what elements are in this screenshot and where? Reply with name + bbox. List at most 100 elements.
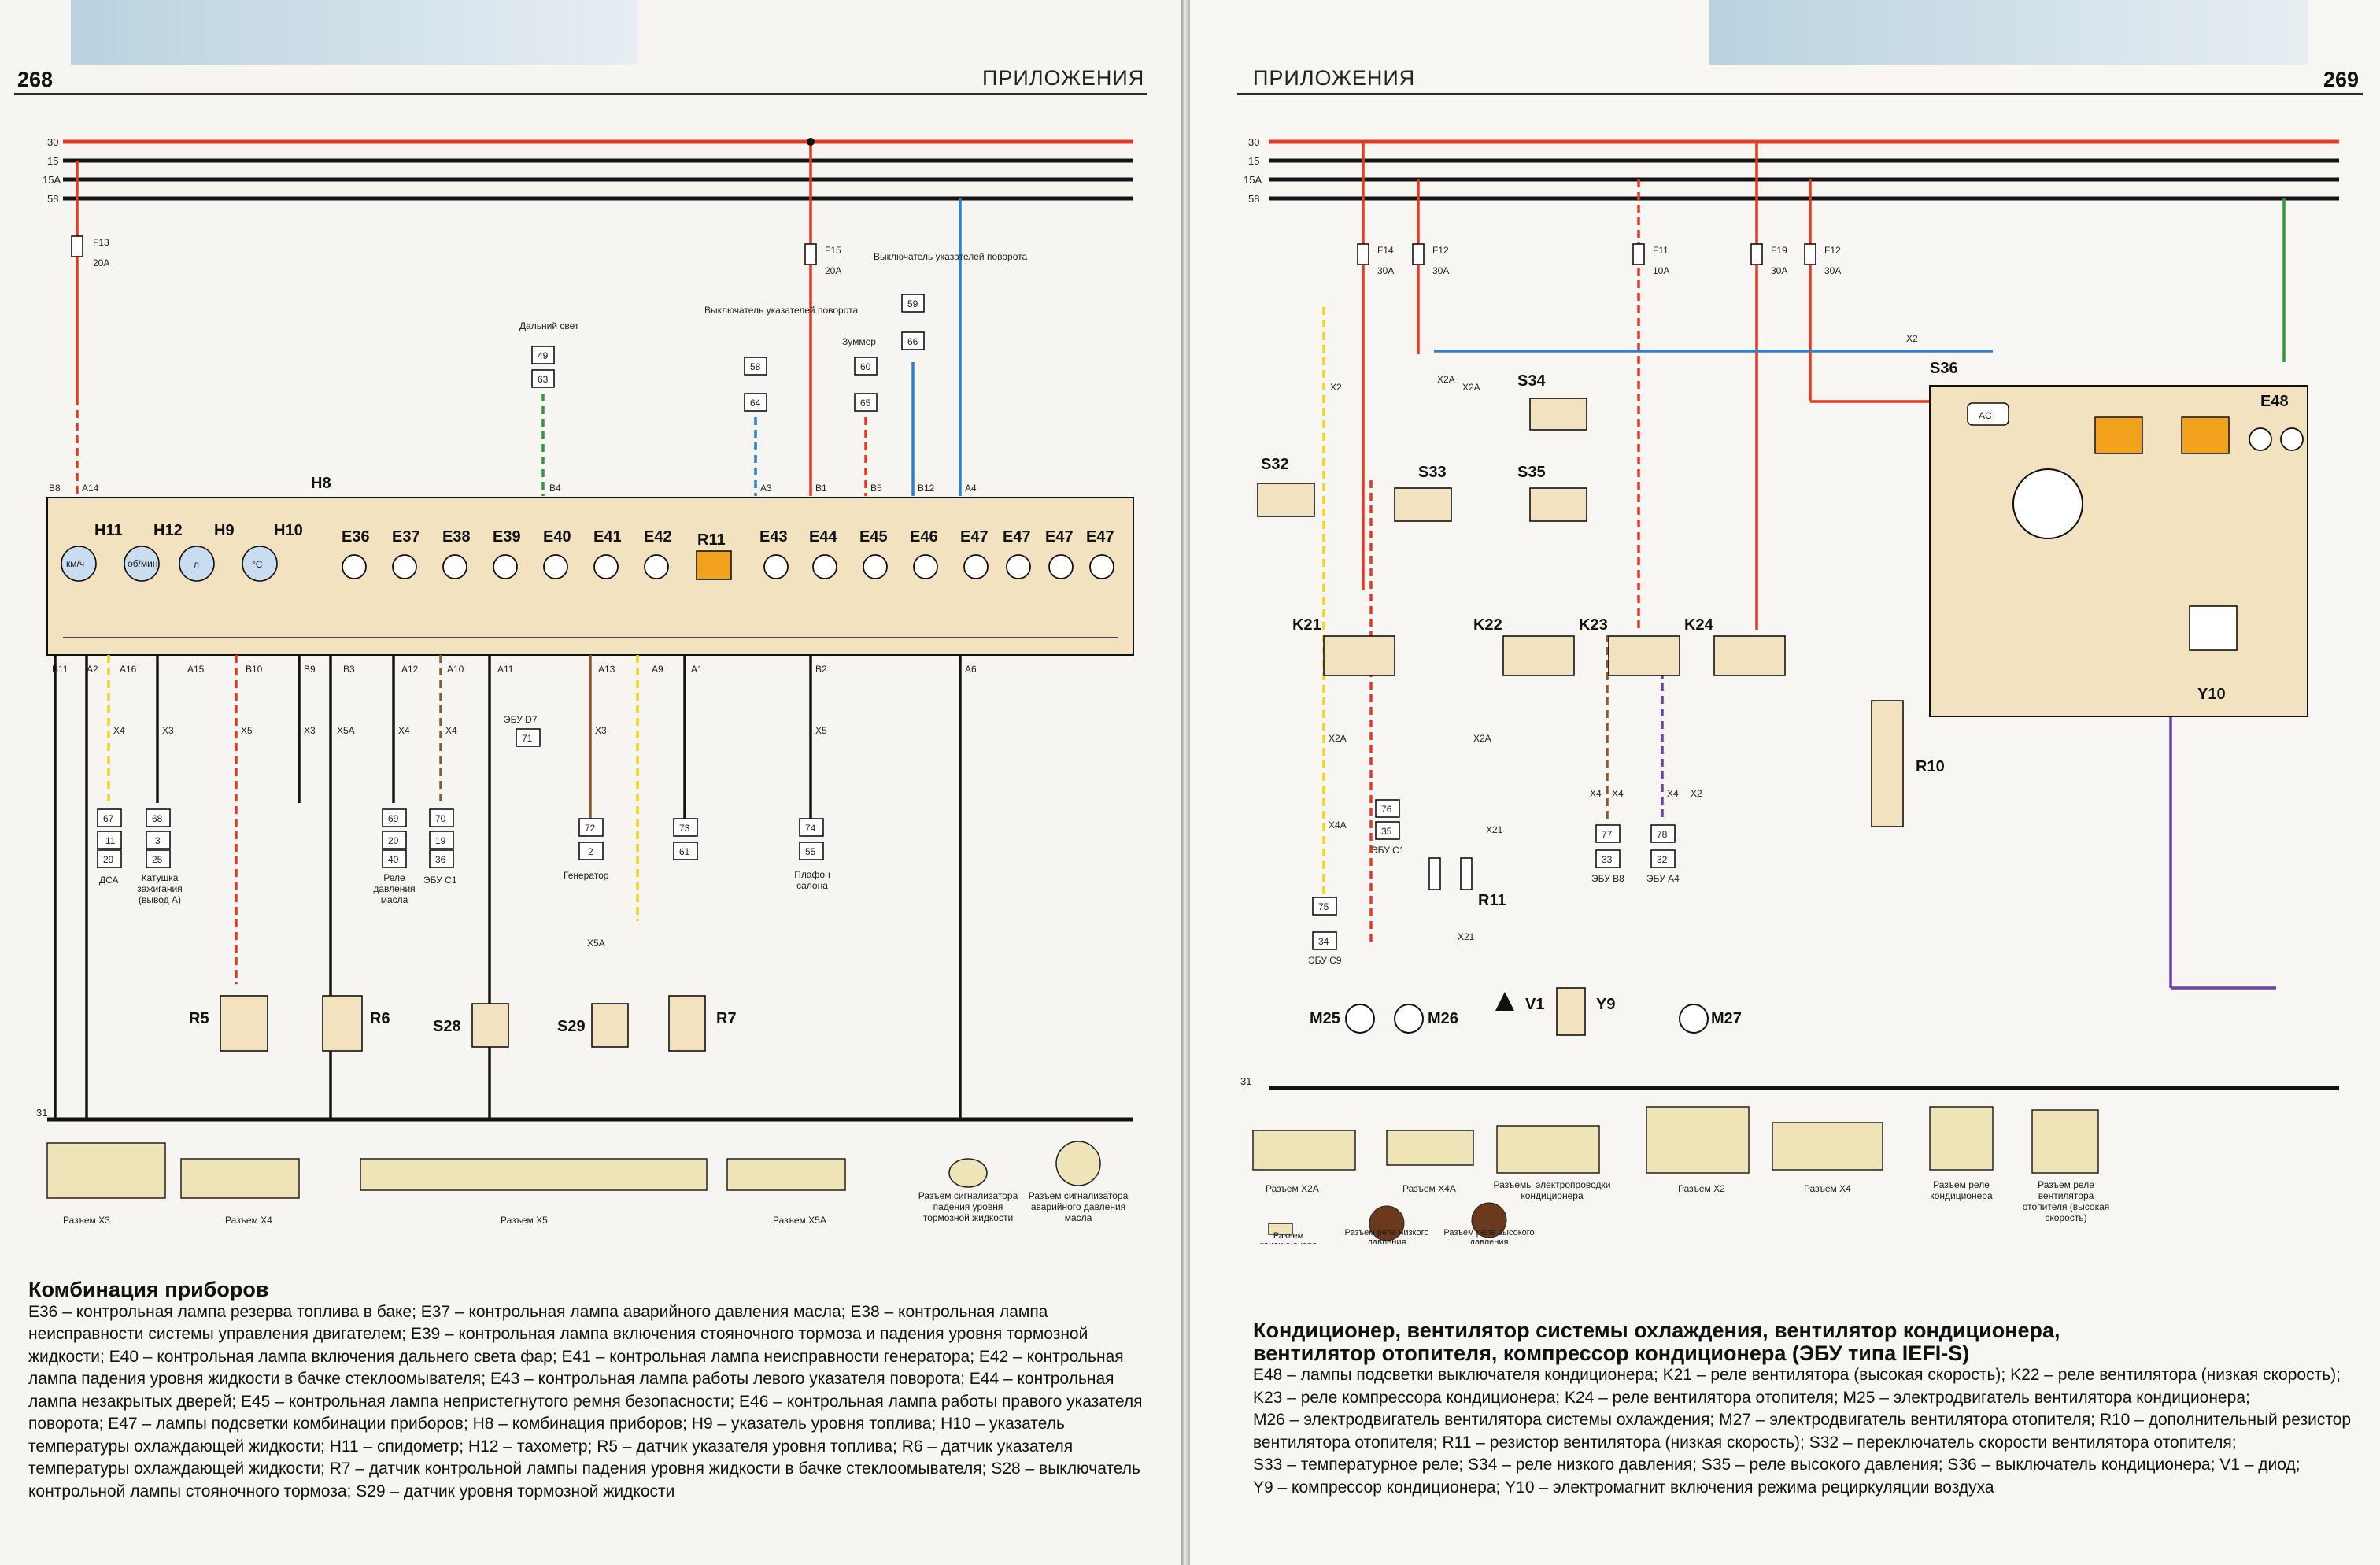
- caption-line: температуры охлаждающей жидкости; H11 – …: [28, 1437, 1074, 1456]
- svg-text:A10: A10: [447, 664, 464, 675]
- lamp-e47: [1048, 554, 1074, 579]
- resistor-r10: R10: [1871, 700, 1945, 827]
- svg-text:61: 61: [679, 846, 690, 857]
- page-number: 269: [2323, 68, 2360, 91]
- bus-label: 58: [47, 193, 58, 205]
- svg-text:E42: E42: [644, 528, 672, 546]
- svg-text:F14: F14: [1377, 245, 1394, 256]
- ac-switch-s36: S36 AC E48 Y10: [1929, 360, 2308, 717]
- svg-text:B2: B2: [815, 664, 827, 675]
- svg-text:E43: E43: [759, 528, 788, 546]
- svg-text:ДСА: ДСА: [99, 875, 119, 886]
- svg-text:A12: A12: [401, 664, 419, 675]
- svg-text:Разъем X4: Разъем X4: [225, 1215, 272, 1226]
- svg-text:34: 34: [1318, 936, 1329, 947]
- svg-text:F12: F12: [1432, 245, 1449, 256]
- svg-text:E40: E40: [543, 528, 571, 546]
- lamp-e42: [644, 554, 669, 579]
- svg-text:58: 58: [750, 361, 761, 372]
- left-page: 268 ПРИЛОЖЕНИЯ 30 15 15A 58 F13 20A F: [0, 0, 1181, 1565]
- svg-text:75: 75: [1318, 901, 1329, 912]
- svg-text:Y9: Y9: [1596, 996, 1615, 1013]
- lamp-e44: [812, 554, 837, 579]
- svg-text:15: 15: [1248, 155, 1259, 167]
- svg-text:X3: X3: [304, 725, 316, 736]
- caption-line: Y9 – компрессор кондиционера; Y10 – элек…: [1253, 1478, 1994, 1497]
- svg-text:66: 66: [907, 336, 918, 347]
- caption-line: контрольной лампы стояночного тормоза; S…: [28, 1482, 675, 1500]
- svg-text:20: 20: [388, 835, 399, 846]
- svg-text:A15: A15: [187, 664, 205, 675]
- caption-title: Кондиционер, вентилятор системы охлажден…: [1253, 1319, 2060, 1342]
- svg-text:11: 11: [105, 835, 116, 846]
- block-ecu-d7: ЭБУ D7 71: [504, 714, 541, 747]
- svg-text:3: 3: [155, 835, 161, 846]
- svg-text:ЭБУ С1: ЭБУ С1: [1371, 845, 1405, 856]
- caption-line: неисправности системы управления двигате…: [28, 1325, 1088, 1343]
- motor-m25: M25: [1310, 1004, 1375, 1034]
- bus-label: 15: [47, 155, 58, 167]
- warning-lamps: E36 E37 E38 E39 E40 E41 E42 E43 E44 E45 …: [342, 528, 1114, 579]
- svg-text:30A: 30A: [1432, 265, 1449, 276]
- svg-text:B5: B5: [870, 483, 882, 494]
- svg-text:S34: S34: [1517, 372, 1546, 390]
- svg-text:A1: A1: [691, 664, 703, 675]
- svg-text:ЭБУ А4: ЭБУ А4: [1646, 873, 1680, 884]
- svg-text:70: 70: [435, 813, 446, 824]
- svg-text:30A: 30A: [1377, 265, 1394, 276]
- instrument-cluster-schematic: 30 15 15A 58 F13 20A F15 20A: [36, 136, 1134, 1226]
- diode-v1: V1: [1495, 992, 1544, 1013]
- block-ecu-c1: 70 19 36 ЭБУ С1: [423, 808, 457, 886]
- fuse-f13: F13 20A: [71, 161, 109, 496]
- lamp-e39: [493, 554, 518, 579]
- switch-s32: S32: [1257, 456, 1315, 517]
- svg-text:B1: B1: [815, 483, 827, 494]
- svg-text:31: 31: [36, 1107, 47, 1119]
- svg-text:X3: X3: [595, 725, 607, 736]
- header-banner: [1709, 0, 2308, 65]
- svg-text:36: 36: [435, 854, 446, 865]
- caption-line: лампа незакрытых дверей; E45 – контрольн…: [28, 1392, 1143, 1411]
- svg-text:H10: H10: [274, 522, 303, 539]
- svg-text:60: 60: [860, 361, 871, 372]
- sensor-r5: R5: [189, 995, 268, 1052]
- svg-text:AC: AC: [1979, 410, 1992, 421]
- svg-text:S29: S29: [557, 1018, 586, 1035]
- svg-text:S35: S35: [1517, 464, 1546, 481]
- svg-text:78: 78: [1657, 829, 1668, 840]
- svg-text:2: 2: [588, 846, 593, 857]
- svg-text:20A: 20A: [93, 257, 109, 268]
- svg-text:E39: E39: [493, 528, 521, 546]
- svg-text:A9: A9: [652, 664, 663, 675]
- lamp-e47: [1089, 554, 1114, 579]
- svg-text:33: 33: [1602, 854, 1613, 865]
- caption-line: E48 – лампы подсветки выключателя кондиц…: [1253, 1366, 2341, 1384]
- svg-text:ЭБУ С9: ЭБУ С9: [1308, 955, 1342, 966]
- block-73: 73 61: [673, 818, 698, 860]
- svg-text:B9: B9: [304, 664, 316, 675]
- svg-text:A2: A2: [87, 664, 98, 675]
- svg-text:E41: E41: [593, 528, 622, 546]
- lamp-e36: [342, 554, 367, 579]
- svg-text:R10: R10: [1916, 758, 1945, 775]
- svg-text:64: 64: [750, 398, 761, 409]
- svg-text:Разъем X5A: Разъем X5A: [773, 1215, 826, 1226]
- header-rule: [14, 93, 1148, 95]
- svg-text:X4: X4: [1612, 788, 1624, 799]
- caption-line: E36 – контрольная лампа резерва топлива …: [28, 1302, 1048, 1321]
- svg-text:ЭБУ С1: ЭБУ С1: [423, 875, 457, 886]
- lamp-e46: [913, 554, 938, 579]
- running-head: ПРИЛОЖЕНИЯ: [982, 66, 1145, 90]
- svg-text:58: 58: [1248, 193, 1259, 205]
- block-cabin-light: 74 55 Плафон салона: [794, 818, 830, 891]
- svg-text:71: 71: [522, 733, 533, 744]
- svg-text:A11: A11: [497, 664, 514, 675]
- svg-text:Генератор: Генератор: [564, 870, 609, 881]
- svg-text:E47: E47: [1086, 528, 1114, 546]
- svg-text:S33: S33: [1418, 464, 1447, 481]
- page-number: 268: [17, 68, 54, 91]
- relay-k23: K23: [1579, 616, 1680, 676]
- svg-text:Y10: Y10: [2197, 686, 2226, 703]
